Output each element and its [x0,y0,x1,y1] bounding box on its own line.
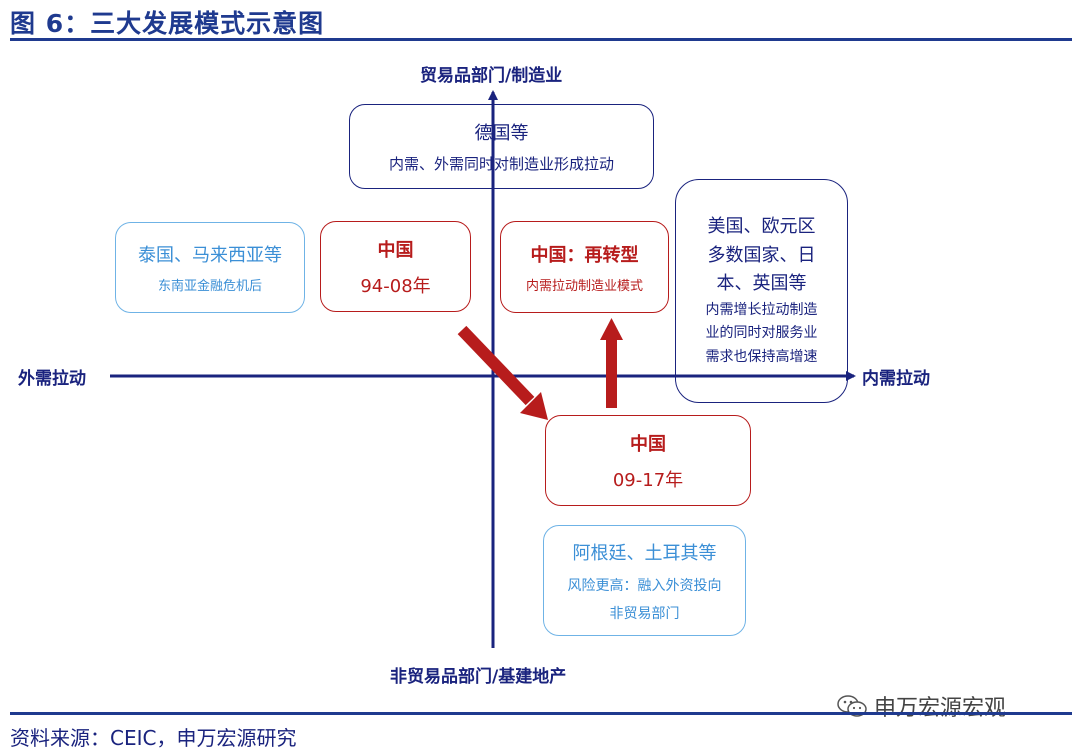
axis-label-top: 贸易品部门/制造业 [420,66,563,86]
source-note: 资料来源：CEIC，申万宏源研究 [10,726,297,750]
box-china-09-17-years: 09-17年 [612,469,684,491]
box-us-group-line2: 多数国家、日 [707,244,816,266]
box-germany: 德国等 内需、外需同时对制造业形成拉动 [349,104,654,189]
box-us-group-line1: 美国、欧元区 [707,216,816,237]
transition-arrow-up [600,318,623,408]
axis-label-bottom: 非贸易品部门/基建地产 [390,667,567,687]
box-argentina-desc2: 非贸易部门 [609,605,680,622]
box-germany-title: 德国等 [474,123,529,144]
title-rule [10,38,1072,41]
box-argentina: 阿根廷、土耳其等 风险更高：融入外资投向 非贸易部门 [543,525,746,636]
box-thailand-title: 泰国、马来西亚等 [138,245,282,266]
axis-label-right: 内需拉动 [862,369,930,389]
wechat-icon [837,695,867,717]
box-china-09-17-title: 中国 [630,433,666,455]
box-china-retransform-desc: 内需拉动制造业模式 [525,278,643,294]
box-us-group-line3: 本、英国等 [716,273,807,294]
box-china-09-17: 中国 09-17年 [545,415,751,506]
box-china-retransform: 中国：再转型 内需拉动制造业模式 [500,221,669,313]
watermark-text: 申万宏源宏观 [874,696,1007,721]
transition-arrow-diagonal [457,325,548,420]
figure-title: 图 6：三大发展模式示意图 [10,9,325,38]
box-thailand: 泰国、马来西亚等 东南亚金融危机后 [115,222,305,313]
watermark: 申万宏源宏观 [836,690,1006,722]
box-us-group: 美国、欧元区 多数国家、日 本、英国等 内需增长拉动制造 业的同时对服务业 需求… [675,179,848,403]
box-china-94-08-years: 94-08年 [360,275,431,297]
box-argentina-desc1: 风险更高：融入外资投向 [567,577,722,594]
box-china-94-08-title: 中国 [377,239,414,261]
box-us-group-line5: 业的同时对服务业 [705,325,818,341]
box-us-group-line4: 内需增长拉动制造 [705,301,818,318]
box-germany-desc: 内需、外需同时对制造业形成拉动 [388,155,614,173]
axis-label-left: 外需拉动 [18,369,86,389]
box-thailand-desc: 东南亚金融危机后 [157,279,262,294]
box-china-94-08: 中国 94-08年 [320,221,471,312]
box-argentina-title: 阿根廷、土耳其等 [572,542,717,564]
box-us-group-line6: 需求也保持高增速 [705,348,818,365]
box-china-retransform-title: 中国：再转型 [530,244,639,266]
source-rule [10,712,1072,715]
